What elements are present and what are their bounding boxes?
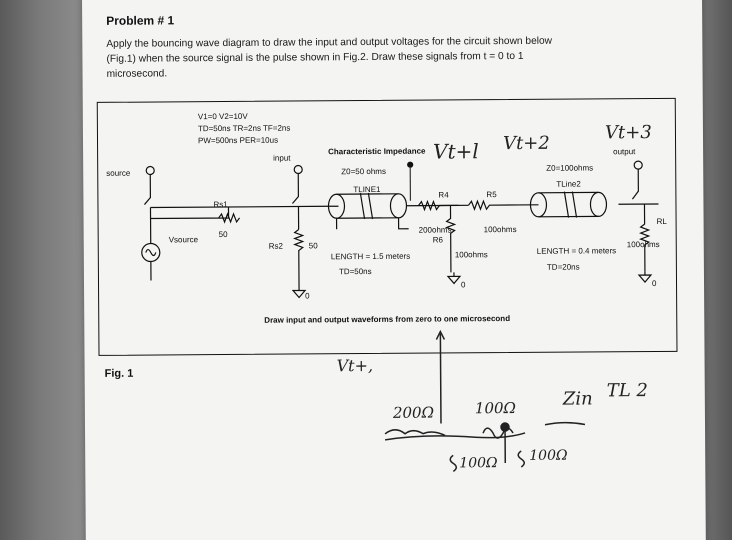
circuit-schematic — [141, 160, 659, 299]
handwritten-vt2: Vt+2 — [502, 132, 550, 155]
circuit-figure: V1=0 V2=10V TD=50ns TR=2ns TF=2ns PW=500… — [96, 97, 678, 356]
handwritten-zin: Zin — [562, 388, 593, 410]
handwritten-200ohm: 200Ω — [392, 403, 435, 422]
handwritten-100ohm-b: 100Ω — [529, 447, 568, 464]
handwritten-vt-lower: Vt+, — [336, 355, 374, 376]
handwritten-tl2: TL 2 — [606, 380, 648, 402]
handwritten-sketch — [384, 329, 586, 473]
handwritten-vt3: Vt+3 — [604, 122, 652, 144]
handwritten-vt1: Vt+l — [433, 139, 479, 164]
handwritten-100ohm-a: 100Ω — [459, 455, 498, 472]
paper-sheet: Problem # 1 Apply the bouncing wave diag… — [82, 0, 706, 540]
handwritten-100ohm-top: 100Ω — [474, 398, 517, 418]
